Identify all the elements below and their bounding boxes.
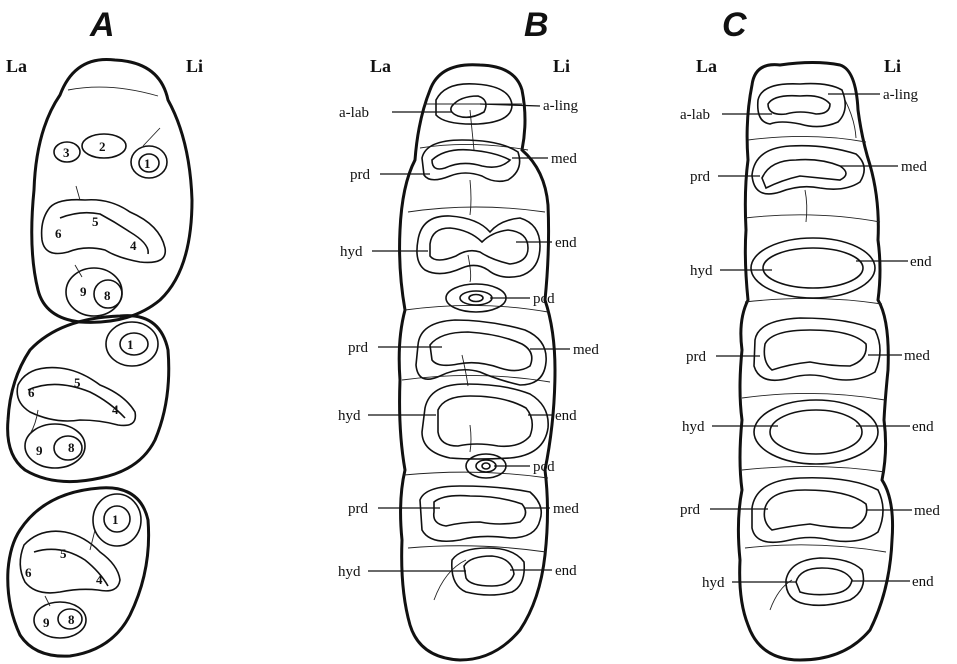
cusp-label: 9 xyxy=(43,615,50,630)
c-label-med: med xyxy=(904,348,930,364)
cusp-label: 6 xyxy=(28,385,35,400)
c-label-hyd: hyd xyxy=(690,263,713,279)
cusp-label: 8 xyxy=(68,440,75,455)
cusp-label: 3 xyxy=(63,145,70,160)
panel-c: C La Li xyxy=(680,6,940,660)
panel-a-tooth-2: 1 6 5 4 9 8 xyxy=(8,316,169,482)
b-label-end: end xyxy=(555,563,577,579)
b-label-pcd: pcd xyxy=(533,459,555,475)
panel-a-letter: A xyxy=(89,6,115,44)
b-label-med: med xyxy=(573,342,599,358)
c-label-prd: prd xyxy=(686,349,706,365)
b-label-prd: prd xyxy=(348,340,368,356)
c-label-med: med xyxy=(914,503,940,519)
cusp-label: 4 xyxy=(112,402,119,417)
c-label-hyd: hyd xyxy=(682,419,705,435)
c-label-hyd: hyd xyxy=(702,575,725,591)
cusp-label: 4 xyxy=(96,572,103,587)
b-label-prd: prd xyxy=(348,501,368,517)
c-label-prd: prd xyxy=(680,502,700,518)
panel-a: A La Li 3 2 1 6 5 4 9 8 xyxy=(6,6,203,656)
b-label-hyd: hyd xyxy=(338,564,361,580)
cusp-label: 5 xyxy=(92,214,99,229)
cusp-label: 1 xyxy=(127,337,134,352)
b-label-med: med xyxy=(551,151,577,167)
panel-b-letter: B xyxy=(524,6,549,44)
panel-c-letter: C xyxy=(722,6,747,44)
c-label-a-ling: a-ling xyxy=(883,87,918,103)
panel-b-labial-label: La xyxy=(370,56,391,76)
cusp-label: 2 xyxy=(99,139,106,154)
cusp-label: 1 xyxy=(144,156,151,171)
b-label-a-lab: a-lab xyxy=(339,105,369,121)
cusp-label: 8 xyxy=(68,612,75,627)
b-label-pcd: pcd xyxy=(533,291,555,307)
cusp-label: 8 xyxy=(104,288,111,303)
panel-c-labial-label: La xyxy=(696,56,717,76)
panel-a-tooth-1: 3 2 1 6 5 4 9 8 xyxy=(32,59,192,322)
panel-b-lingual-label: Li xyxy=(553,56,570,76)
c-label-a-lab: a-lab xyxy=(680,107,710,123)
cusp-label: 4 xyxy=(130,238,137,253)
panel-a-tooth-3: 1 6 5 4 9 8 xyxy=(8,488,149,656)
b-label-a-ling: a-ling xyxy=(543,98,578,114)
b-label-end: end xyxy=(555,235,577,251)
b-label-hyd: hyd xyxy=(338,408,361,424)
panel-c-tooth-row-outline xyxy=(738,63,892,661)
c-label-end: end xyxy=(912,419,934,435)
b-label-hyd: hyd xyxy=(340,244,363,260)
cusp-label: 5 xyxy=(60,546,67,561)
panel-a-lingual-label: Li xyxy=(186,56,203,76)
cusp-label: 6 xyxy=(55,226,62,241)
b-label-prd: prd xyxy=(350,167,370,183)
c-label-end: end xyxy=(910,254,932,270)
c-label-prd: prd xyxy=(690,169,710,185)
cusp-label: 6 xyxy=(25,565,32,580)
panel-a-labial-label: La xyxy=(6,56,27,76)
cusp-label: 1 xyxy=(112,512,119,527)
cusp-label: 5 xyxy=(74,375,81,390)
b-label-med: med xyxy=(553,501,579,517)
cusp-label: 9 xyxy=(80,284,87,299)
panel-c-lingual-label: Li xyxy=(884,56,901,76)
c-label-end: end xyxy=(912,574,934,590)
c-label-med: med xyxy=(901,159,927,175)
b-label-end: end xyxy=(555,408,577,424)
cusp-label: 9 xyxy=(36,443,43,458)
panel-b: B La Li xyxy=(338,6,599,660)
